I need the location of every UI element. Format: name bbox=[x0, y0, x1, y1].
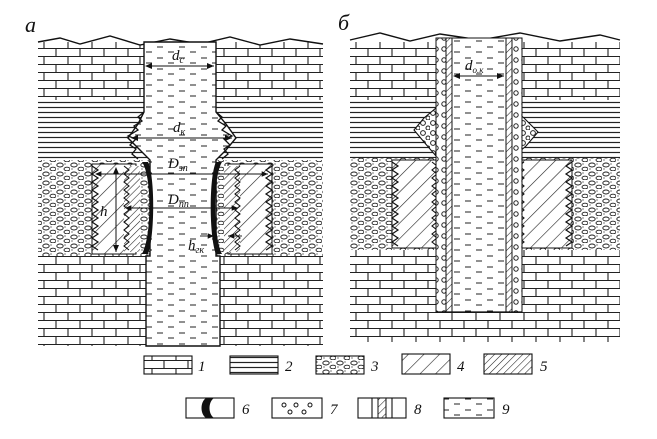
label-h: h bbox=[100, 204, 108, 220]
mud-cake-left bbox=[142, 162, 154, 254]
casing-interior bbox=[451, 37, 507, 313]
cement-right bbox=[511, 37, 523, 313]
casing-left bbox=[445, 37, 453, 313]
label-d-k: dк bbox=[173, 120, 186, 138]
legend-item-1: 1 bbox=[143, 355, 206, 375]
svg-text:3: 3 bbox=[370, 359, 379, 375]
borehole-a bbox=[127, 41, 237, 347]
panel-a-letter: а bbox=[25, 12, 36, 37]
label-h-gk: hгк bbox=[188, 238, 204, 256]
legend-item-6: 6 bbox=[185, 397, 250, 419]
label-d-ok: dо.к bbox=[465, 58, 484, 75]
panel-a: а dс dк Dзп Dпп h hгк bbox=[25, 12, 325, 347]
svg-text:6: 6 bbox=[242, 402, 250, 418]
legend-item-5: 5 bbox=[483, 353, 548, 375]
legend-item-3: 3 bbox=[315, 355, 379, 375]
svg-text:8: 8 bbox=[414, 402, 422, 418]
panel-b-letter: б bbox=[338, 10, 350, 35]
svg-text:1: 1 bbox=[198, 359, 206, 375]
svg-text:9: 9 bbox=[502, 402, 510, 418]
label-D-zp: Dзп bbox=[167, 156, 188, 174]
casing-right bbox=[505, 37, 513, 313]
panel-b: б dо.к bbox=[338, 10, 622, 342]
invaded-zone-left-b bbox=[391, 159, 437, 249]
legend: 1 2 3 4 5 6 7 bbox=[143, 353, 548, 419]
legend-item-2: 2 bbox=[229, 355, 293, 375]
svg-text:2: 2 bbox=[285, 359, 293, 375]
svg-text:5: 5 bbox=[540, 359, 548, 375]
label-d-c: dс bbox=[172, 48, 185, 66]
legend-item-7: 7 bbox=[271, 397, 339, 419]
legend-item-8: 8 bbox=[357, 397, 422, 419]
mud-cake-right bbox=[210, 162, 222, 254]
flushed-zone-right bbox=[224, 166, 240, 252]
svg-text:4: 4 bbox=[457, 359, 465, 375]
cement-left bbox=[435, 37, 447, 313]
flushed-zone-left bbox=[124, 166, 140, 252]
label-D-pp: Dпп bbox=[167, 192, 189, 210]
legend-item-9: 9 bbox=[443, 397, 510, 419]
legend-item-4: 4 bbox=[401, 353, 465, 375]
svg-text:7: 7 bbox=[330, 402, 339, 418]
invaded-zone-right-b bbox=[519, 159, 573, 249]
